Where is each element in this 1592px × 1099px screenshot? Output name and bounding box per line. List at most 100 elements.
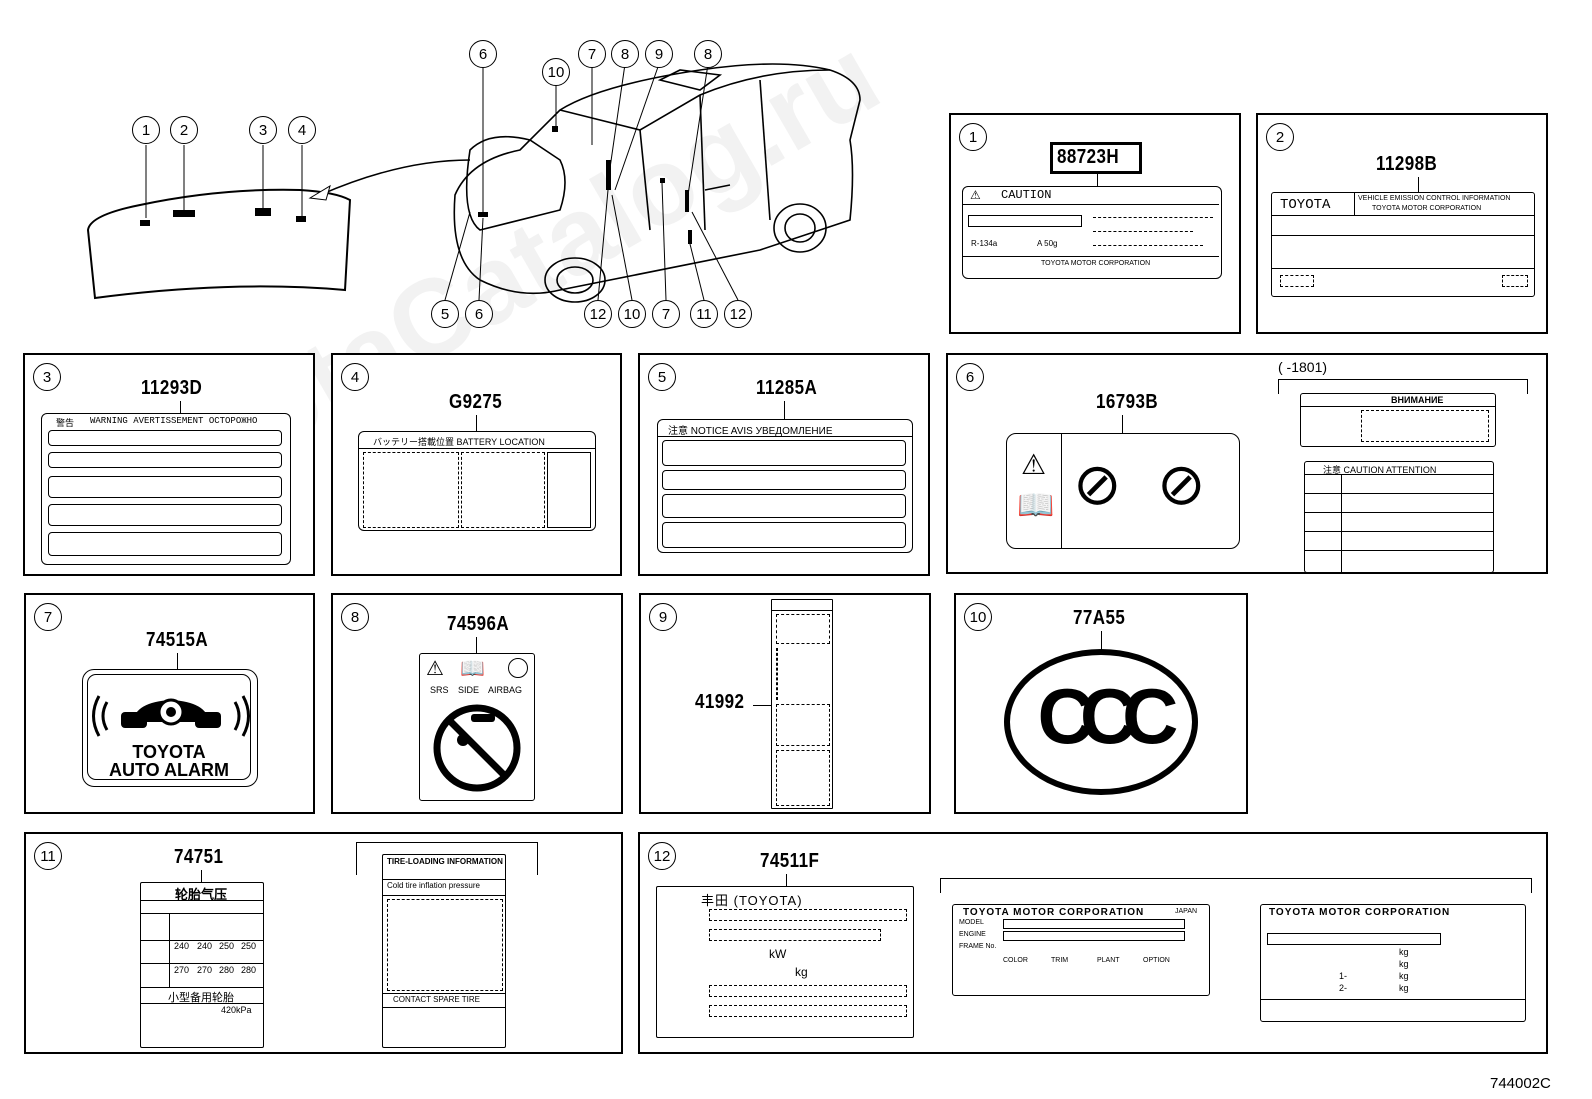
side-airbag-label: ⚠ 📖 SRS SIDE AIRBAG: [419, 653, 535, 801]
car-callout: 8: [694, 40, 722, 68]
divider: [141, 963, 263, 964]
car-callout: 11: [690, 300, 718, 328]
leader-line: [201, 870, 202, 882]
text-block: [662, 494, 906, 518]
label-title: TIRE-LOADING INFORMATION: [387, 857, 503, 866]
child-seat-label: ⚠ 📖 ⊘ ⊘: [1006, 433, 1240, 549]
divider: [963, 256, 1219, 257]
divider: [1305, 512, 1493, 513]
warning-label: 警告 WARNING AVERTISSEMENT OCTOPOЖHO: [41, 413, 291, 565]
label-title: TOYOTA MOTOR CORPORATION: [1269, 907, 1451, 918]
diagram-left: [363, 452, 459, 528]
panel-5: 5 11285A 注意 NOTICE AVIS УВЕДОМЛЕНИЕ: [638, 353, 930, 576]
hood-callout: 1: [132, 116, 160, 144]
car-callout: 12: [584, 300, 612, 328]
leader-line: [784, 401, 785, 419]
panel-number: 10: [964, 603, 992, 631]
panel-2: 2 11298B TOYOTA VEHICLE EMISSION CONTROL…: [1256, 113, 1548, 334]
color-field: COLOR: [1003, 957, 1028, 964]
pressure-value: 270: [174, 965, 190, 975]
divider: [1272, 215, 1534, 216]
divider: [141, 913, 263, 914]
airbag-text: AIRBAG: [488, 685, 523, 695]
manual-icon: 📖: [1017, 489, 1055, 522]
text-block: [48, 532, 282, 556]
frame-field: FRAME No.: [959, 943, 997, 950]
refrigerant-text: R-134a: [971, 239, 998, 248]
hood-callout: 4: [288, 116, 316, 144]
date-range: ( -1801): [1278, 359, 1328, 375]
divider: [1305, 531, 1493, 532]
panel-number: 3: [33, 363, 61, 391]
diagram-right: [547, 452, 591, 528]
leader-line: [753, 705, 773, 706]
srs-text: SRS: [430, 685, 449, 695]
car-callout: 8: [611, 40, 639, 68]
icon-divider: [1061, 434, 1062, 548]
panel-7: 7 74515A TOYOTA AUTO ALARM: [24, 593, 315, 814]
text-block: [776, 614, 830, 644]
mass-unit: kg: [795, 965, 808, 979]
car-callout: 12: [724, 300, 752, 328]
pressure-value: 240: [197, 941, 213, 951]
alarm-icon: [92, 695, 250, 737]
amount-text: A 50g: [1037, 239, 1058, 248]
text-block: [1280, 275, 1314, 287]
text-block: [709, 1005, 907, 1017]
divider: [1261, 999, 1525, 1000]
label-title: ВНИМАНИЕ: [1391, 395, 1444, 405]
text-line: [1093, 245, 1203, 246]
no-child-seat-icon: ⊘: [1073, 452, 1122, 517]
leader-line: [476, 637, 477, 653]
no-lean-icon: [433, 704, 521, 792]
pressure-value: 280: [219, 965, 235, 975]
car-callout: 5: [431, 300, 459, 328]
divider: [1272, 268, 1534, 269]
part-number: 11285A: [756, 377, 818, 399]
car-callout: 7: [578, 40, 606, 68]
range-bracket: [940, 878, 1532, 893]
hood-callout: 3: [249, 116, 277, 144]
text-block: [1003, 919, 1185, 929]
text-block: [709, 929, 881, 941]
part-number: 88723H: [1057, 146, 1120, 168]
divider: [1305, 474, 1493, 475]
divider: [141, 1003, 263, 1004]
text-block: [1361, 410, 1489, 442]
car-callout: 6: [469, 40, 497, 68]
car-callout: 7: [652, 300, 680, 328]
leader-line: [1418, 177, 1419, 193]
leader-line: [1122, 415, 1123, 433]
divider: [141, 940, 263, 941]
divider: [772, 610, 832, 611]
leader-line: [177, 653, 178, 669]
circle-icon: [508, 658, 528, 678]
no-child-seat-icon: ⊘: [1157, 452, 1206, 517]
pressure-value: 250: [219, 941, 235, 951]
label-title: 注意 NOTICE AVIS УВЕДОМЛЕНИЕ: [668, 426, 833, 437]
part-number: G9275: [449, 391, 503, 413]
panel-11: 11 74751 轮胎气压 240 240 250 250 270 270 28…: [24, 832, 623, 1054]
column-divider: [169, 913, 170, 987]
vin-plate-1: TOYOTA MOTOR CORPORATION JAPAN MODEL ENG…: [952, 904, 1210, 996]
warning-triangle-icon: ⚠: [970, 188, 981, 202]
pressure-grid: [387, 899, 503, 991]
pressure-value: 240: [174, 941, 190, 951]
tire-pressure-label-cn: 轮胎气压 240 240 250 250 270 270 280 280 小型备…: [140, 882, 264, 1048]
text-block: [662, 440, 906, 466]
panel-number: 11: [34, 842, 62, 870]
range-bracket: [356, 842, 538, 875]
part-number: 77A55: [1073, 607, 1126, 629]
mass-unit: kg: [1399, 959, 1409, 969]
leader-line: [476, 415, 477, 431]
panel-4: 4 G9275 バッテリー搭載位置 BATTERY LOCATION: [331, 353, 622, 576]
panel-9: 9 41992: [639, 593, 931, 814]
panel-3: 3 11293D 警告 WARNING AVERTISSEMENT OCTOPO…: [23, 353, 315, 576]
hood-callout: 2: [170, 116, 198, 144]
chinese-nameplate: 丰田 (TOYOTA) kW kg: [656, 886, 914, 1038]
pressure-value: 280: [241, 965, 257, 975]
ccc-oval: [1004, 649, 1198, 795]
text-block: [709, 909, 907, 921]
text-block: [1502, 275, 1528, 287]
